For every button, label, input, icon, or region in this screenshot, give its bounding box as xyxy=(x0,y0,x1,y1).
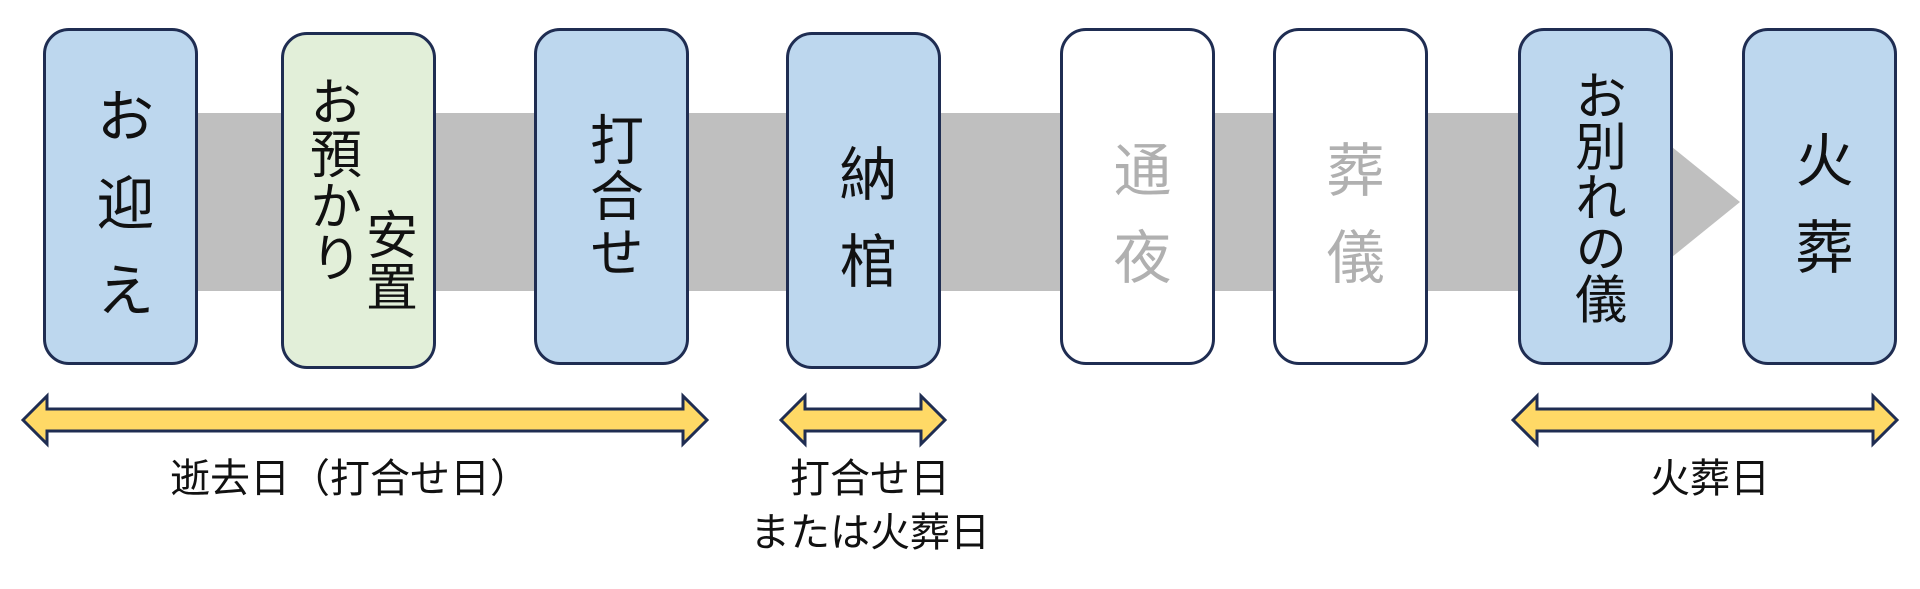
range-label-line: または火葬日 xyxy=(750,510,990,556)
range-label-meeting-or-cremation-day: 打合せ日 または火葬日 xyxy=(725,452,1015,560)
step-label: 火葬 xyxy=(1785,129,1854,304)
range-label-line: 逝去日（打合せ日） xyxy=(170,456,530,502)
range-arrow-shape xyxy=(778,392,948,448)
step-label-oazukari: お預かり xyxy=(300,75,361,283)
range-label-line: 火葬日 xyxy=(1650,456,1770,502)
step-nokan: 納棺 xyxy=(786,32,941,369)
step-label: 納棺 xyxy=(829,143,898,318)
step-label: お迎え xyxy=(86,86,155,347)
step-kasou: 火葬 xyxy=(1742,28,1897,365)
range-label-line: 打合せ日 xyxy=(790,456,950,502)
double-headed-arrow-icon xyxy=(20,392,710,448)
step-label: 葬儀 xyxy=(1316,139,1385,314)
step-label: 通夜 xyxy=(1103,139,1172,314)
range-arrow-shape xyxy=(20,392,710,448)
step-label: お別れの儀 xyxy=(1565,69,1626,324)
range-arrow-shape xyxy=(1510,392,1900,448)
double-headed-arrow-icon xyxy=(778,392,948,448)
step-label-anchi: 安置 xyxy=(356,208,417,312)
step-tsuya: 通夜 xyxy=(1060,28,1215,365)
double-headed-arrow-icon xyxy=(1510,392,1900,448)
step-omukae: お迎え xyxy=(43,28,198,365)
range-label-cremation-day: 火葬日 xyxy=(1610,452,1810,506)
step-sougi: 葬儀 xyxy=(1273,28,1428,365)
range-label-death-day: 逝去日（打合せ日） xyxy=(125,452,575,506)
step-oazukari-anchi: お預かり 安置 xyxy=(281,32,436,369)
step-label: 打合せ xyxy=(580,112,644,281)
step-owakarenogi: お別れの儀 xyxy=(1518,28,1673,365)
step-uchiawase: 打合せ xyxy=(534,28,689,365)
